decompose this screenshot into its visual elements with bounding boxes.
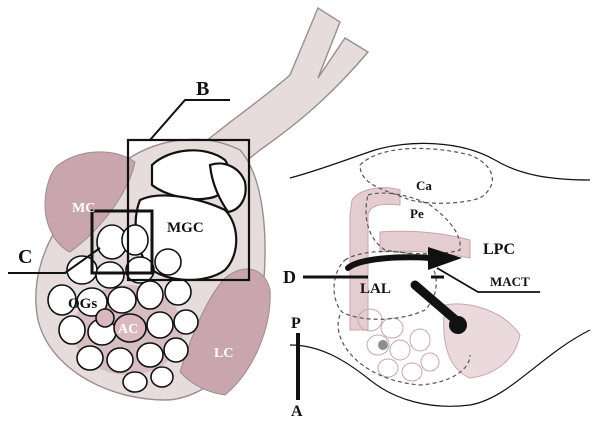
brain-outline-bottom: [290, 330, 590, 406]
label-lpc: LPC: [483, 241, 515, 258]
left-panel: B C MC MGC OGs AC LC: [8, 8, 368, 400]
label-b: B: [196, 78, 209, 100]
right-panel: Ca Pe LPC LAL MACT D P A: [283, 143, 590, 420]
label-mact: MACT: [490, 274, 530, 289]
label-c: C: [18, 246, 32, 268]
mact-ball: [449, 316, 467, 334]
label-mc: MC: [72, 201, 95, 216]
label-mgc: MGC: [167, 220, 204, 236]
faint-glomeruli: [358, 309, 439, 381]
label-lc: LC: [214, 346, 233, 361]
label-d: D: [283, 267, 296, 287]
label-ca: Ca: [416, 178, 432, 193]
label-pe: Pe: [410, 206, 424, 221]
label-ac: AC: [118, 322, 138, 337]
brain-outline-top: [290, 143, 590, 180]
grey-dot: [378, 340, 388, 350]
label-ogs: OGs: [68, 296, 97, 312]
mact-tract: [415, 285, 458, 322]
label-p: P: [291, 315, 301, 332]
label-lal: LAL: [360, 281, 391, 297]
label-a: A: [291, 403, 303, 420]
